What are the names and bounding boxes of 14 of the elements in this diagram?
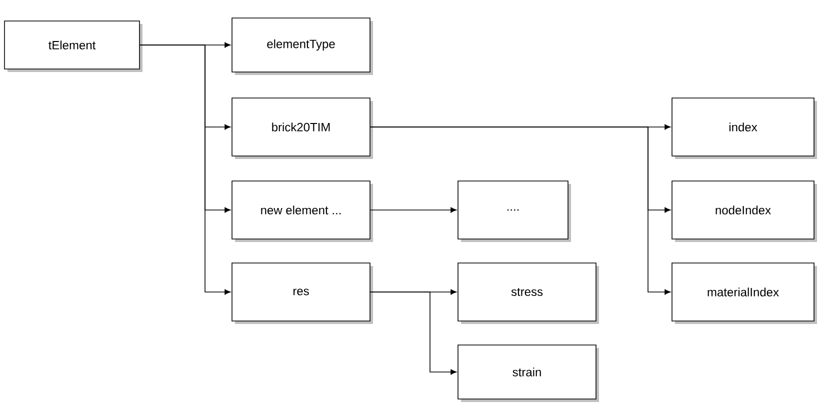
box: ....: [458, 180, 568, 240]
box: materialIndex: [672, 262, 814, 322]
box: stress: [458, 262, 596, 322]
arrow: [370, 126, 671, 295]
box: tElement: [4, 20, 140, 70]
arrow: [370, 292, 457, 375]
box: brick20TIM: [232, 98, 370, 156]
box: res: [232, 262, 370, 322]
box: nodeIndex: [672, 180, 814, 240]
box: index: [672, 98, 814, 156]
box: new element ...: [232, 180, 370, 240]
arrow: [370, 207, 457, 213]
box: strain: [458, 344, 596, 400]
box: elementType: [232, 18, 370, 72]
